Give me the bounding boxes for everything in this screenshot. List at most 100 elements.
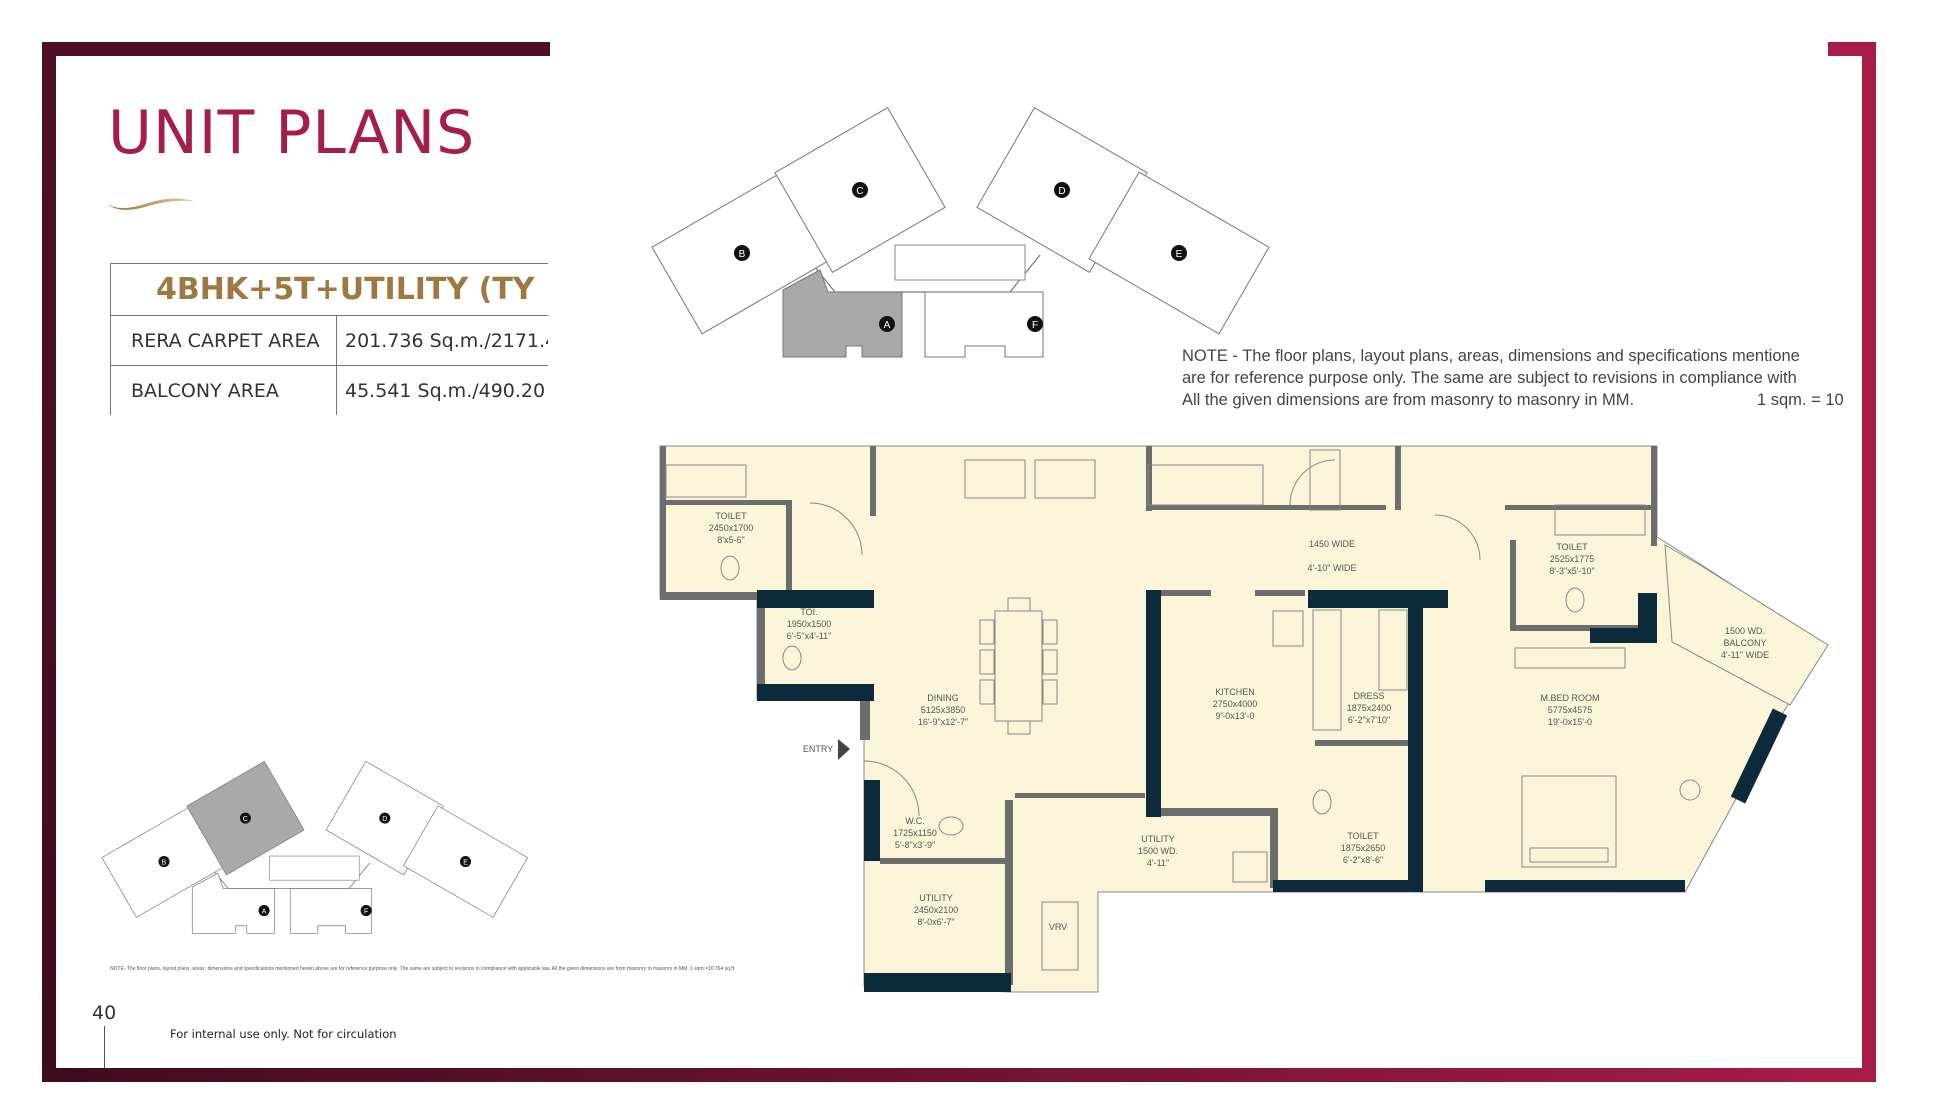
room-name: 1500 WD. xyxy=(1725,626,1765,636)
entry-label: ENTRY xyxy=(803,744,833,754)
room-size-ft: 4'-10" WIDE xyxy=(1308,563,1357,573)
disclaimer-note: NOTE - The floor plans, layout plans, ar… xyxy=(1182,345,1850,411)
bed xyxy=(1521,775,1617,868)
unit-f-outline xyxy=(924,291,1044,358)
room-size-ft: 6'-2"x7'10" xyxy=(1348,715,1390,725)
room-size-ft: 19'-0x15'-0 xyxy=(1548,717,1592,727)
frame-bottom-bar xyxy=(42,1068,1876,1082)
unit-letter: D xyxy=(1058,186,1065,197)
grey-walls xyxy=(660,446,1657,985)
room-name: DINING xyxy=(927,693,959,703)
room-name: UTILITY xyxy=(1141,834,1175,844)
unit-letter: B xyxy=(739,249,746,260)
unit-marker xyxy=(1171,245,1187,261)
note-line: All the given dimensions are from masonr… xyxy=(1182,391,1635,409)
unit-letter: A xyxy=(884,320,891,331)
unit-letter: C xyxy=(243,816,248,823)
unit-marker xyxy=(1054,182,1070,198)
room-size-ft: 9'-0x13'-0 xyxy=(1216,711,1255,721)
unit-marker xyxy=(852,182,868,198)
structural-walls xyxy=(757,590,1788,992)
unit-marker xyxy=(158,856,170,868)
unit-a-outline xyxy=(191,872,275,934)
unit-marker xyxy=(379,812,391,824)
unit-letter: F xyxy=(1032,320,1038,331)
room-size-mm: 2450x2100 xyxy=(914,905,959,915)
unit-conversion: 1 sqm. = 10 xyxy=(1757,391,1844,409)
table-row: RERA CARPET AREA 201.736 Sq.m./2171.4 xyxy=(110,315,548,366)
unit-letter: B xyxy=(162,859,167,866)
unit-f-outline xyxy=(289,888,373,934)
footer-disclaimer: For internal use only. Not for circulati… xyxy=(170,1027,397,1041)
page-number-divider xyxy=(104,1026,105,1068)
unit-a-outline xyxy=(782,269,903,358)
gold-swoosh-ornament xyxy=(107,198,197,210)
row-label: RERA CARPET AREA xyxy=(110,315,337,366)
room-name: DRESS xyxy=(1353,691,1384,701)
room-name: 1450 WIDE xyxy=(1309,539,1355,549)
unit-marker xyxy=(459,856,472,868)
room-size-mm: 5775x4575 xyxy=(1548,705,1593,715)
furniture xyxy=(665,449,1701,971)
note-line: NOTE - The floor plans, layout plans, ar… xyxy=(1182,347,1800,365)
unit-marker xyxy=(239,812,251,824)
unit-marker xyxy=(734,245,750,261)
room-size-mm: 1725x1150 xyxy=(893,828,937,838)
room-name: TOI. xyxy=(800,607,817,617)
row-value: 45.541 Sq.m./490.20 xyxy=(336,365,548,415)
unit-marker xyxy=(258,905,270,917)
room-name: KITCHEN xyxy=(1215,687,1255,697)
unit-marker xyxy=(879,316,895,332)
room-size-ft: 6'-5"x4'-11" xyxy=(787,631,832,641)
unit-floor-plan: TOILET 2450x1700 8'x5-6" TOI. 1950x1500 6'-5"… xyxy=(659,445,1829,993)
room-name: W.C. xyxy=(905,816,925,826)
room-size-ft: 8'x5-6" xyxy=(717,535,744,545)
room-size-mm: 5125x3850 xyxy=(921,705,966,715)
room-name: UTILITY xyxy=(919,893,953,903)
room-size-mm: 2450x1700 xyxy=(709,523,754,533)
key-plan: A B C D E F xyxy=(651,107,1270,358)
room-name: TOILET xyxy=(1556,542,1588,552)
room-size-ft: 4'-11" WIDE xyxy=(1721,650,1769,660)
room-size-mm: 1950x1500 xyxy=(787,619,832,629)
room-name: TOILET xyxy=(1347,831,1379,841)
room-size-mm: 1875x2400 xyxy=(1347,703,1392,713)
unit-area-table: 4BHK+5T+UTILITY (TY RERA CARPET AREA 201… xyxy=(110,263,548,415)
unit-letter: A xyxy=(262,908,267,915)
core-block xyxy=(894,244,1026,281)
core-block xyxy=(269,855,360,881)
room-size-mm: BALCONY xyxy=(1723,638,1766,648)
row-label: BALCONY AREA xyxy=(110,365,337,415)
frame-right-bar xyxy=(1862,42,1876,1082)
room-labels: TOILET 2450x1700 8'x5-6" TOI. 1950x1500 6'-5"… xyxy=(709,511,1769,932)
entry-arrow-icon xyxy=(838,739,850,760)
room-size-mm: 1875x2650 xyxy=(1341,843,1386,853)
room-name: M.BED ROOM xyxy=(1540,693,1599,703)
room-size-ft: 16'-9"x12'-7" xyxy=(918,717,968,727)
frame-top-bar xyxy=(42,42,550,56)
room-size-mm: 2525x1775 xyxy=(1550,554,1595,564)
fine-print-note: NOTE- The floor plans, layout plans, are… xyxy=(110,966,736,972)
row-value: 201.736 Sq.m./2171.4 xyxy=(336,315,548,366)
vrv-unit xyxy=(1041,901,1079,971)
room-size-ft: 6'-2"x8'-6" xyxy=(1343,855,1383,865)
balcony xyxy=(1664,544,1829,706)
page-title: UNIT PLANS xyxy=(108,98,476,168)
room-size-ft: 8'-0x6'-7" xyxy=(917,917,954,927)
room-name: TOILET xyxy=(715,511,747,521)
table-row: BALCONY AREA 45.541 Sq.m./490.20 xyxy=(110,365,548,415)
room-size-mm: 1500 WD. xyxy=(1138,846,1178,856)
unit-letter: E xyxy=(463,859,468,866)
unit-letter: C xyxy=(856,186,863,197)
room-name: VRV xyxy=(1049,922,1067,932)
room-size-mm: 2750x4000 xyxy=(1213,699,1258,709)
unit-type-heading: 4BHK+5T+UTILITY (TY xyxy=(110,263,548,316)
frame-left-bar xyxy=(42,42,56,1082)
room-size-ft: 8'-3"x5'-10" xyxy=(1549,566,1594,576)
unit-letter: E xyxy=(1176,249,1183,260)
room-size-ft: 4'-11" xyxy=(1147,858,1169,868)
page-number: 40 xyxy=(92,1002,117,1024)
